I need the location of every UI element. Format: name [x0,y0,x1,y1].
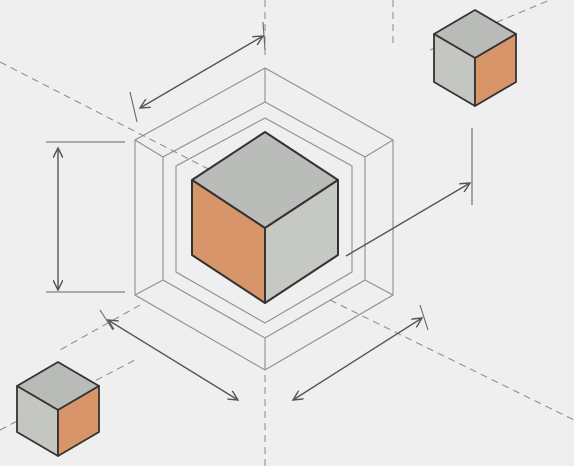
dimension-arrow-bottom-left [108,320,238,400]
extension-lines [46,21,473,331]
guide-line-left-diagonal [59,304,141,351]
small-cube-tr-right-face [474,33,517,107]
small-cube-bottom-left [16,361,100,457]
extension-line-bottom-right [419,304,429,331]
hexagon-inner [175,117,353,324]
main-cube-right-face [264,179,339,304]
small-cube-top-right [433,9,517,107]
main-cube [191,131,339,304]
hex-connector-4 [364,279,394,296]
extension-line-bottom-left [99,309,114,331]
extension-line-arrow-top-right [262,21,266,51]
extension-line-arrow-top-left [129,91,138,123]
guide-line-lower-right [329,299,574,421]
dimension-arrow-right-diagonal [345,183,470,257]
small-cube-bl-right-face [57,385,100,457]
dimension-arrow-bottom-right [293,318,422,400]
hex-connector-1 [134,139,164,158]
dimension-arrows [58,36,470,400]
dimension-arrow-top [140,36,263,108]
hexagon-rings [134,67,394,371]
hex-connector-3 [134,279,164,296]
guide-line-upper-left [0,61,221,176]
hex-connector-2 [364,139,394,158]
